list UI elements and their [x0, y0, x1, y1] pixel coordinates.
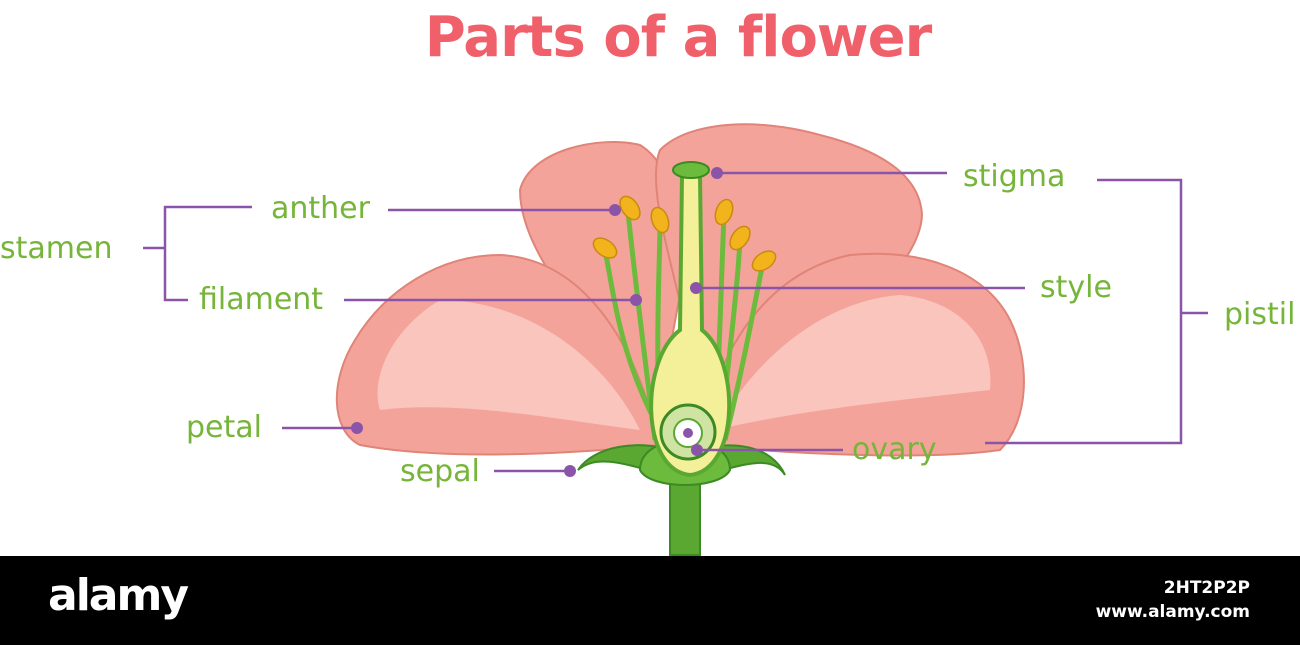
- label-anther: anther: [271, 191, 371, 226]
- label-filament: filament: [199, 282, 323, 317]
- label-stigma: stigma: [963, 159, 1065, 194]
- sepal-pointer: [564, 465, 576, 477]
- flower-illustration: [337, 124, 1024, 555]
- filament-pointer: [630, 294, 642, 306]
- ovary-pointer: [691, 444, 703, 456]
- stem: [670, 475, 700, 555]
- stigma-shape: [673, 162, 709, 178]
- label-pistil: pistil: [1224, 297, 1295, 332]
- alamy-logo: alamy: [48, 570, 187, 621]
- watermark-info: 2HT2P2P www.alamy.com: [1096, 576, 1250, 624]
- watermark-footer: alamy 2HT2P2P www.alamy.com: [0, 556, 1300, 645]
- label-style: style: [1040, 270, 1112, 305]
- label-sepal: sepal: [400, 454, 480, 489]
- site-url: www.alamy.com: [1096, 600, 1250, 624]
- label-petal: petal: [186, 410, 262, 445]
- petal-pointer: [351, 422, 363, 434]
- label-ovary: ovary: [852, 432, 937, 467]
- label-stamen: stamen: [0, 231, 112, 266]
- anther-pointer: [609, 204, 621, 216]
- ovule-core: [683, 428, 693, 438]
- stigma-pointer: [711, 167, 723, 179]
- style-pointer: [690, 282, 702, 294]
- image-id: 2HT2P2P: [1096, 576, 1250, 600]
- page-title: Parts of a flower: [425, 5, 933, 70]
